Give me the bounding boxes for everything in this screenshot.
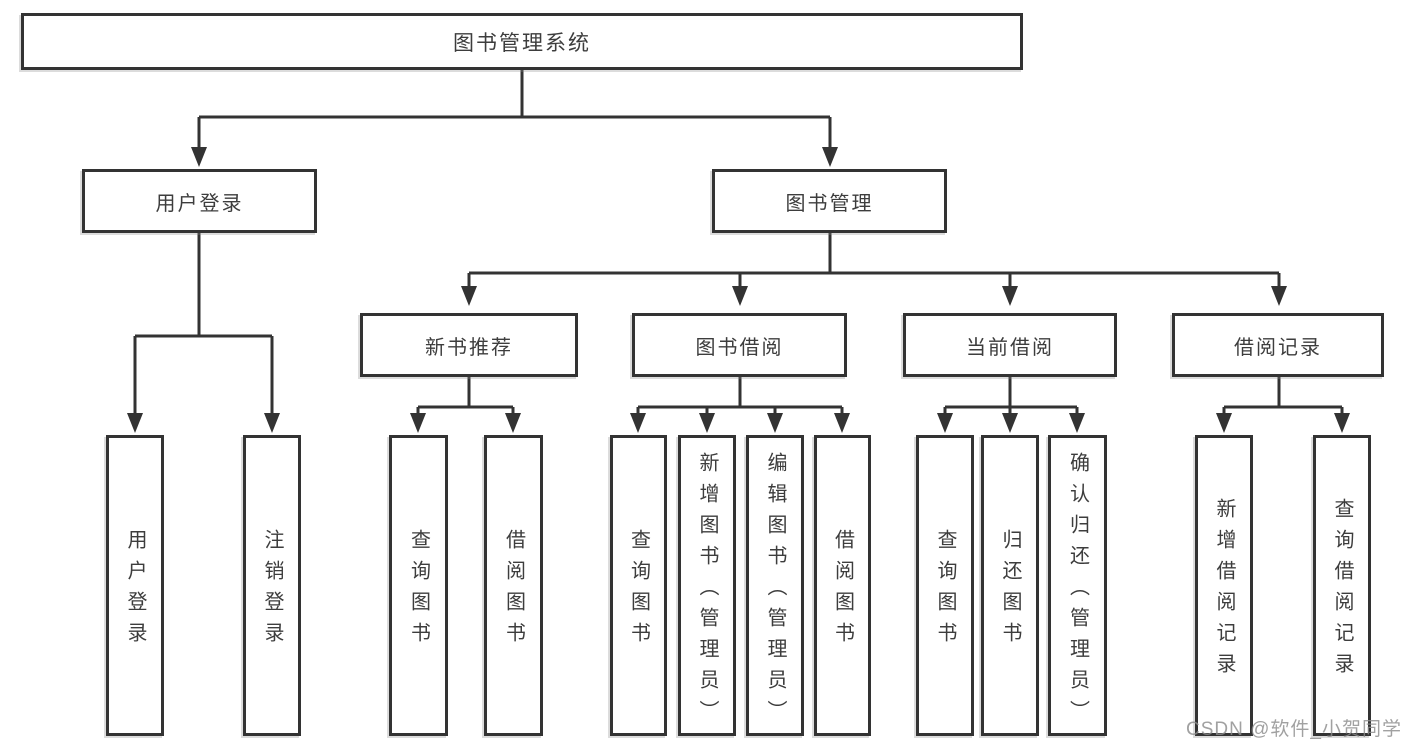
node-book-management: 图书管理 — [712, 169, 947, 233]
leaf-current-query-books-label: 查询图书 — [934, 529, 956, 653]
leaf-records-add-record: 新增借阅记录 — [1195, 435, 1253, 736]
leaf-newbook-borrow-books-label: 借阅图书 — [502, 529, 525, 653]
node-borrow-records-label: 借阅记录 — [1234, 336, 1322, 359]
connector-level2-to-leaves — [416, 377, 1344, 415]
node-root-label: 图书管理系统 — [453, 31, 591, 55]
node-new-book-recommend-label: 新书推荐 — [425, 336, 513, 359]
leaf-user-login-label: 用户登录 — [124, 529, 146, 653]
leaf-current-query-books: 查询图书 — [916, 435, 974, 736]
leaf-borrow-add-books-admin-label: 新增图书（管理员） — [696, 451, 718, 731]
leaf-borrow-borrow-books-label: 借阅图书 — [831, 529, 854, 653]
node-user-login-label: 用户登录 — [155, 192, 244, 215]
node-user-login: 用户登录 — [82, 169, 317, 233]
leaf-records-query-record: 查询借阅记录 — [1313, 435, 1371, 736]
leaf-newbook-query-books-label: 查询图书 — [407, 529, 430, 653]
leaf-borrow-borrow-books: 借阅图书 — [814, 435, 871, 736]
leaf-logout-label: 注销登录 — [261, 529, 283, 653]
node-borrow-records: 借阅记录 — [1172, 313, 1384, 377]
leaf-borrow-query-books: 查询图书 — [610, 435, 667, 736]
watermark: CSDN @软件_小贺同学 — [1186, 719, 1402, 740]
connector-userlogin-to-children — [133, 233, 274, 416]
leaf-current-confirm-return-admin-label: 确认归还（管理员） — [1066, 451, 1089, 731]
node-book-borrow: 图书借阅 — [632, 313, 847, 377]
leaf-records-query-record-label: 查询借阅记录 — [1331, 498, 1353, 684]
node-book-management-label: 图书管理 — [785, 192, 874, 215]
connector-root-to-level1 — [197, 70, 832, 150]
node-book-borrow-label: 图书借阅 — [695, 336, 784, 359]
node-root: 图书管理系统 — [21, 13, 1023, 70]
leaf-current-confirm-return-admin: 确认归还（管理员） — [1048, 435, 1107, 736]
leaf-borrow-query-books-label: 查询图书 — [627, 529, 650, 653]
connector-bookmgmt-to-level2 — [467, 233, 1281, 288]
node-new-book-recommend: 新书推荐 — [360, 313, 578, 377]
leaf-user-login: 用户登录 — [106, 435, 164, 736]
leaf-records-add-record-label: 新增借阅记录 — [1213, 498, 1235, 684]
leaf-current-return-books-label: 归还图书 — [999, 529, 1021, 653]
leaf-borrow-edit-books-admin: 编辑图书（管理员） — [746, 435, 804, 736]
arrowheads — [127, 147, 1350, 433]
node-current-borrow-label: 当前借阅 — [966, 336, 1054, 359]
leaf-logout: 注销登录 — [243, 435, 301, 736]
leaf-newbook-query-books: 查询图书 — [389, 435, 448, 736]
leaf-current-return-books: 归还图书 — [981, 435, 1039, 736]
leaf-borrow-add-books-admin: 新增图书（管理员） — [678, 435, 736, 736]
node-current-borrow: 当前借阅 — [903, 313, 1117, 377]
leaf-borrow-edit-books-admin-label: 编辑图书（管理员） — [764, 451, 786, 731]
leaf-newbook-borrow-books: 借阅图书 — [484, 435, 543, 736]
